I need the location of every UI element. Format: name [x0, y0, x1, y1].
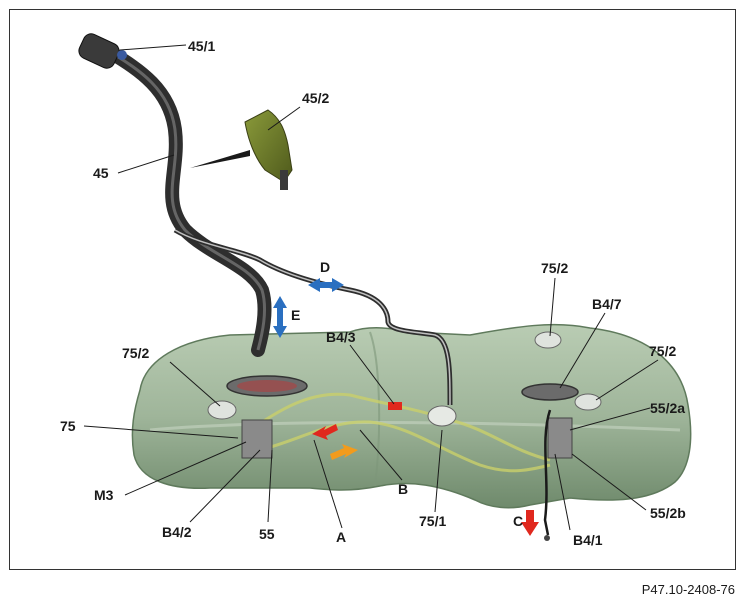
label-b4-7: B4/7 — [592, 296, 622, 312]
label-75-2-top: 75/2 — [541, 260, 568, 276]
canister — [244, 109, 293, 183]
label-d: D — [320, 259, 330, 275]
fuel-pump-module — [241, 419, 273, 459]
label-55: 55 — [259, 526, 275, 542]
electrical-line — [543, 409, 552, 536]
label-m3: M3 — [94, 487, 114, 503]
label-b4-3: B4/3 — [326, 329, 356, 345]
flow-arrow-e — [273, 296, 287, 338]
label-55-2b: 55/2b — [650, 505, 686, 521]
filler-clip — [117, 50, 127, 60]
cap-75-2-right — [574, 393, 602, 411]
label-c: C — [513, 513, 523, 529]
flow-arrow-c — [521, 510, 539, 536]
label-b4-2: B4/2 — [162, 524, 192, 540]
filler-neck — [103, 45, 272, 357]
figure-caption: P47.10-2408-76 — [641, 582, 735, 597]
filler-cap — [78, 33, 120, 69]
label-55-2a: 55/2a — [650, 400, 685, 416]
valve-75-1 — [427, 405, 457, 427]
flow-arrow-orange — [330, 444, 358, 460]
label-e: E — [291, 307, 300, 323]
tank-opening-right — [521, 383, 579, 401]
label-45-1: 45/1 — [188, 38, 215, 54]
canister-pointer — [190, 150, 250, 168]
sensor-b4-3-marker — [388, 402, 402, 410]
label-75-1: 75/1 — [419, 513, 446, 529]
cap-75-2-top — [534, 331, 562, 349]
label-75-2-right: 75/2 — [649, 343, 676, 359]
diagram-frame: 45/1 45/2 45 D E 75/2 75/2 B4/7 75/2 B4/… — [9, 9, 736, 570]
label-75: 75 — [60, 418, 76, 434]
label-b: B — [398, 481, 408, 497]
label-75-2-left: 75/2 — [122, 345, 149, 361]
label-a: A — [336, 529, 346, 545]
label-45: 45 — [93, 165, 109, 181]
fuel-system-diagram: 45/1 45/2 45 D E 75/2 75/2 B4/7 75/2 B4/… — [60, 33, 692, 548]
flow-arrow-d — [308, 278, 344, 292]
flow-arrow-red — [312, 424, 338, 440]
label-b4-1: B4/1 — [573, 532, 603, 548]
leader-lines — [83, 44, 659, 531]
label-45-2: 45/2 — [302, 90, 329, 106]
sender-module-right — [547, 417, 573, 459]
cap-75-2-left — [207, 400, 237, 420]
